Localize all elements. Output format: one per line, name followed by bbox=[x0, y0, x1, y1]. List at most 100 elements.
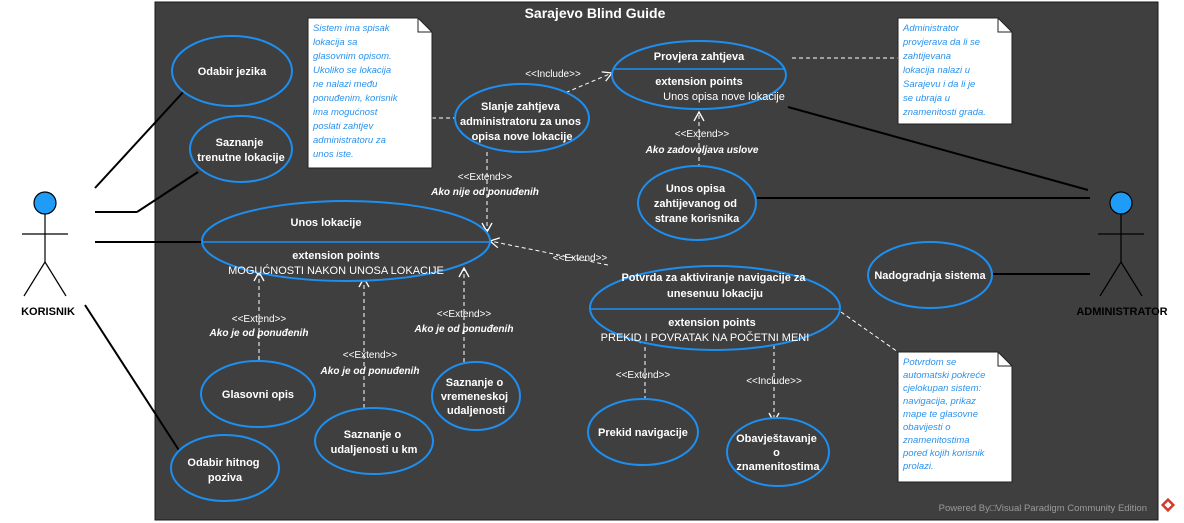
actor-korisnik[interactable] bbox=[22, 191, 68, 297]
note-admin-line: Sarajevu i da li je bbox=[903, 79, 975, 90]
use-case-provjera-zahtjeva[interactable]: Provjera zahtjeva extension points Unos … bbox=[611, 40, 787, 110]
note-admin-line: provjerava da li se bbox=[902, 37, 980, 48]
use-case-label: Slanje zahtjeva bbox=[481, 101, 561, 113]
extend-label: <<Extend>> bbox=[616, 370, 671, 381]
use-case-saznanje-udaljenosti[interactable]: Saznanje o udaljenosti u km bbox=[314, 407, 434, 475]
svg-text:Saznanje o udaljenosti u: Saznanje o udaljenosti u km bbox=[331, 429, 418, 456]
use-case-label: znamenitostima bbox=[736, 461, 820, 473]
use-case-label: Unos lokacije bbox=[291, 217, 362, 229]
svg-text:Slanje zahtjeva administ: Slanje zahtjeva administratoru za unos o… bbox=[460, 101, 584, 143]
use-case-label: Saznanje bbox=[216, 137, 264, 149]
extend-label: <<Extend>> bbox=[553, 253, 608, 264]
svg-text:Obavještavanje o z: Obavještavanje o znamenitostima bbox=[736, 433, 820, 473]
note-sistem-line: Sistem ima spisak bbox=[313, 23, 391, 34]
use-case-saznanje-lokacije[interactable]: Saznanje trenutne lokacije bbox=[189, 115, 293, 183]
note-potvrda-line: znamenitostima bbox=[902, 435, 970, 446]
use-case-label: Nadogradnja sistema bbox=[874, 270, 986, 282]
use-case-unos-opisa[interactable]: Unos opisa zahtijevanog od strane korisn… bbox=[637, 165, 757, 241]
use-case-saznanje-vremenske[interactable]: Saznanje o vremeneskoj udaljenosti bbox=[431, 361, 521, 431]
use-case-label: opisa nove lokacije bbox=[472, 131, 573, 143]
note-potvrda-line: pored kojih korisnik bbox=[902, 448, 986, 459]
note-potvrda-line: automatski pokreće bbox=[903, 370, 985, 381]
extension-points-title: extension points bbox=[668, 317, 755, 329]
extend-condition: Ako je od ponuđenih bbox=[209, 328, 309, 339]
note-sistem-line: glasovnim opisom. bbox=[313, 51, 392, 62]
svg-text:Saznanje trenutne lokaci: Saznanje trenutne lokacije bbox=[197, 137, 284, 164]
use-case-label: Saznanje o bbox=[344, 429, 402, 441]
use-case-label: vremeneskoj bbox=[441, 391, 508, 403]
svg-text:Administrator provjerava: Administrator provjerava da li se zahtij… bbox=[902, 23, 986, 118]
extension-points-title: extension points bbox=[655, 76, 742, 88]
actor-korisnik-label: KORISNIK bbox=[21, 306, 75, 318]
note-admin-line: znamenitosti grada. bbox=[902, 107, 986, 118]
use-case-label: administratoru za unos bbox=[460, 116, 581, 128]
note-admin-line: Administrator bbox=[902, 23, 960, 34]
extend-condition: Ako nije od ponuđenih bbox=[430, 187, 539, 198]
use-case-label: Unos opisa bbox=[666, 183, 726, 195]
note-admin-line: lokacija nalazi u bbox=[903, 65, 971, 76]
extend-condition: Ako je od ponuđenih bbox=[320, 366, 420, 377]
svg-text:Unos opisa zahtijevanog: Unos opisa zahtijevanog od strane korisn… bbox=[654, 183, 740, 225]
extend-condition: Ako zadovoljava uslove bbox=[645, 145, 759, 156]
use-case-label: Provjera zahtjeva bbox=[654, 51, 745, 63]
use-case-obavjestavanje[interactable]: Obavještavanje o znamenitostima bbox=[726, 417, 830, 487]
use-case-slanje-zahtjeva[interactable]: Slanje zahtjeva administratoru za unos o… bbox=[454, 83, 590, 153]
use-case-nadogradnja-sistema[interactable]: Nadogradnja sistema bbox=[867, 241, 993, 309]
extension-points-title: extension points bbox=[292, 250, 379, 262]
assoc-korisnik-jezik bbox=[94, 88, 187, 189]
use-case-label: trenutne lokacije bbox=[197, 152, 284, 164]
use-case-label: zahtijevanog od bbox=[654, 198, 737, 210]
extend-label: <<Extend>> bbox=[437, 309, 492, 320]
note-sistem-line: lokacija sa bbox=[313, 37, 357, 48]
use-case-label: Odabir hitnog bbox=[187, 457, 259, 469]
association-lines bbox=[84, 88, 1090, 456]
note-admin-line: zahtijevana bbox=[902, 51, 951, 62]
include-label: <<Include>> bbox=[746, 376, 802, 387]
extend-label: <<Extend>> bbox=[232, 314, 287, 325]
assoc-korisnik-lokacija-2 bbox=[136, 171, 199, 213]
note-potvrda-line: navigacija, prikaz bbox=[903, 396, 976, 407]
note-sistem-line: Ukoliko se lokacija bbox=[313, 65, 391, 76]
note-potvrda-line: obavijesti o bbox=[903, 422, 951, 433]
note-sistem-line: unos iste. bbox=[313, 149, 354, 160]
note-sistem-line: administratoru za bbox=[313, 135, 386, 146]
note-sistem: Sistem ima spisak lokacija sa glasovnim … bbox=[307, 17, 433, 169]
use-case-label: udaljenosti bbox=[447, 405, 505, 417]
use-case-label: Obavještavanje bbox=[736, 433, 817, 445]
svg-text:Potvrdom se automatski p: Potvrdom se automatski pokreće cjelokupa… bbox=[902, 357, 988, 472]
use-case-glasovni-opis[interactable]: Glasovni opis bbox=[200, 360, 316, 428]
note-potvrda-line: prolazi. bbox=[902, 461, 934, 472]
use-case-label: Saznanje o bbox=[446, 377, 504, 389]
note-potvrda-line: mape te glasovne bbox=[903, 409, 978, 420]
use-case-odabir-hitnog-poziva[interactable]: Odabir hitnog poziva bbox=[170, 434, 280, 502]
extension-point: Unos opisa nove lokacije bbox=[663, 91, 785, 103]
svg-text:Odabir hitnog poziva: Odabir hitnog poziva bbox=[187, 457, 262, 484]
extension-point: PREKID I POVRATAK NA POČETNI MENI bbox=[601, 331, 810, 344]
use-case-prekid-navigacije[interactable]: Prekid navigacije bbox=[587, 398, 699, 466]
actor-head bbox=[33, 191, 57, 215]
use-case-odabir-jezika[interactable]: Odabir jezika bbox=[171, 35, 293, 107]
extend-label: <<Extend>> bbox=[675, 129, 730, 140]
watermark-text: Powered By□Visual Paradigm Community Edi… bbox=[939, 503, 1147, 514]
svg-text:Saznanje o vremeneskoj: Saznanje o vremeneskoj udaljenosti bbox=[441, 377, 511, 417]
note-potvrda-line: Potvrdom se bbox=[903, 357, 956, 368]
actor-administrator-label: ADMINISTRATOR bbox=[1076, 306, 1167, 318]
use-case-label: strane korisnika bbox=[655, 213, 740, 225]
use-case-potvrda-navigacije[interactable]: Potvrda za aktiviranje navigacije za une… bbox=[589, 265, 841, 351]
note-sistem-line: ima mogućnost bbox=[313, 107, 378, 118]
actor-administrator[interactable] bbox=[1098, 191, 1144, 297]
extension-point: MOGUĆNOSTI NAKON UNOSA LOKACIJE bbox=[228, 264, 444, 277]
note-potvrda-line: cjelokupan sistem: bbox=[903, 383, 982, 394]
note-sistem-line: ponuđenim, korisnik bbox=[312, 93, 399, 104]
include-label: <<Include>> bbox=[525, 69, 581, 80]
use-case-label: unesenuu lokaciju bbox=[667, 288, 763, 300]
assoc-korisnik-hitni bbox=[84, 304, 183, 456]
assoc-admin-provjera bbox=[787, 106, 1089, 191]
use-case-label: udaljenosti u km bbox=[331, 444, 418, 456]
visual-paradigm-logo-icon bbox=[1160, 497, 1176, 513]
use-case-label: Odabir jezika bbox=[198, 66, 267, 78]
extend-label: <<Extend>> bbox=[343, 350, 398, 361]
use-case-unos-lokacije[interactable]: Unos lokacije extension points MOGUĆNOST… bbox=[201, 200, 491, 282]
use-case-label: poziva bbox=[208, 472, 243, 484]
